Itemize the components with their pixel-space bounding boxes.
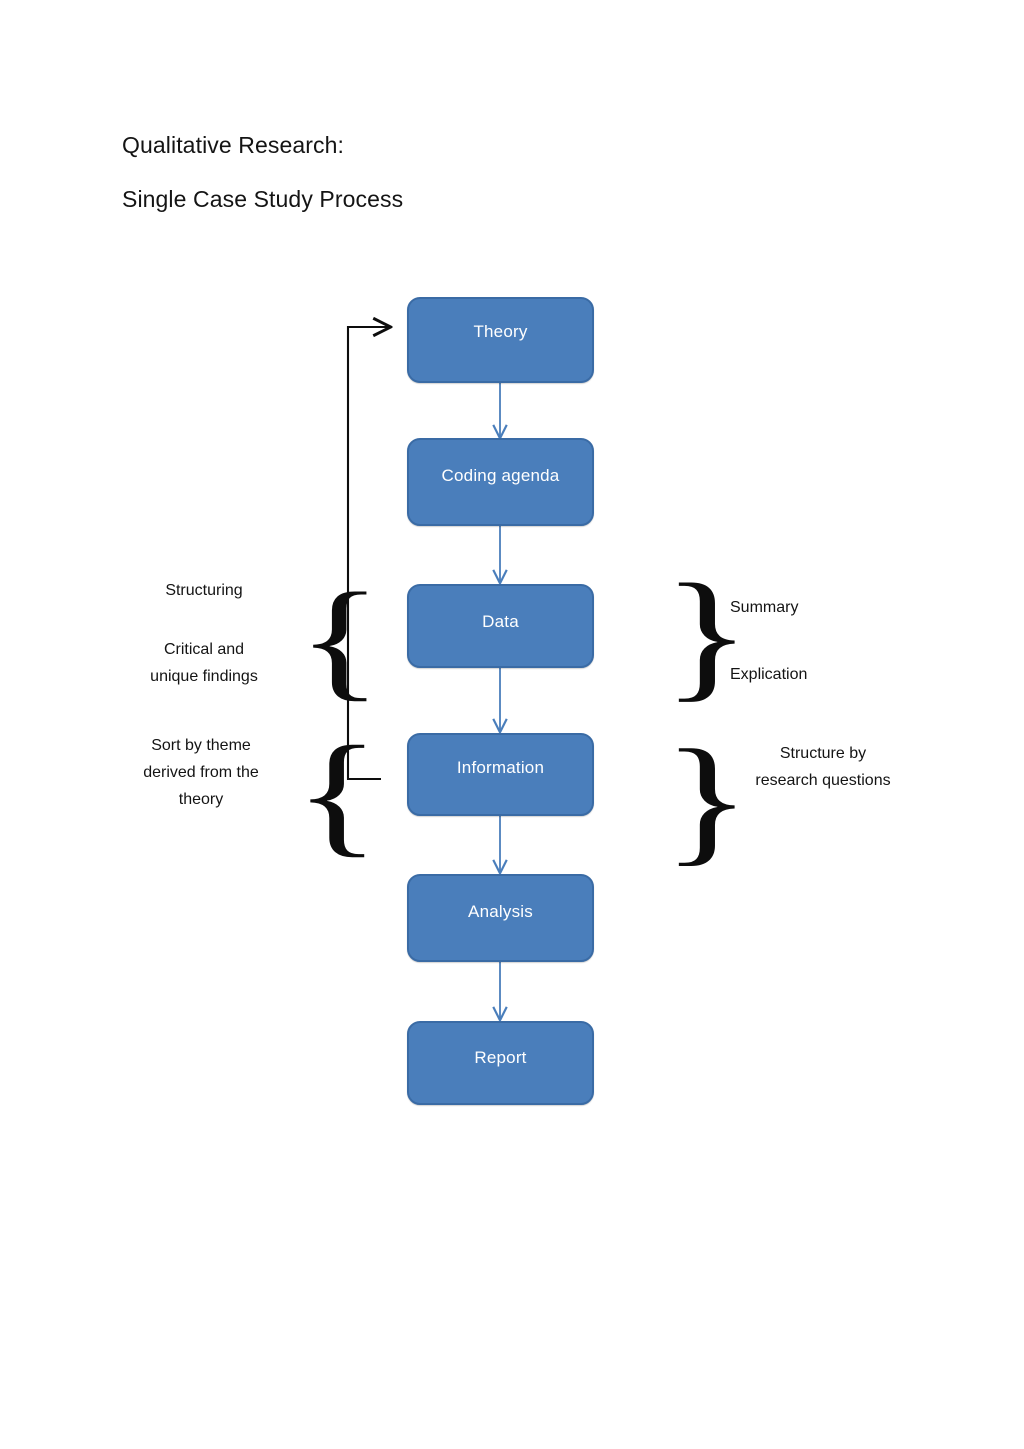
node-theory-label: Theory <box>473 322 528 341</box>
annotation-structuring: Structuring <box>165 582 243 599</box>
brace-right-lower: } <box>661 719 752 879</box>
brace-right-upper: } <box>661 553 752 715</box>
node-report[interactable]: Report <box>407 1021 594 1105</box>
page-title: Qualitative Research: Single Case Study … <box>122 118 722 226</box>
annotation-explication: Explication <box>730 666 808 683</box>
node-information[interactable]: Information <box>407 733 594 816</box>
brace-left-lower: { <box>293 718 381 870</box>
node-analysis-label: Analysis <box>468 902 533 921</box>
node-report-label: Report <box>474 1048 527 1067</box>
annotation-critical-unique-findings: Critical and unique findings <box>150 641 258 685</box>
node-analysis[interactable]: Analysis <box>407 874 594 962</box>
node-data[interactable]: Data <box>407 584 594 668</box>
annotation-sort-by-theme: Sort by theme derived from the theory <box>143 737 259 808</box>
annotation-summary: Summary <box>730 599 799 616</box>
page-title-line-2: Single Case Study Process <box>122 186 404 212</box>
node-coding-agenda-label: Coding agenda <box>441 466 560 485</box>
annotation-structure-by-research-questions: Structure by research questions <box>755 745 891 789</box>
node-data-label: Data <box>482 612 519 631</box>
node-coding-agenda[interactable]: Coding agenda <box>407 438 594 526</box>
brace-left-upper: { <box>296 565 383 713</box>
node-theory[interactable]: Theory <box>407 297 594 383</box>
page-title-line-1: Qualitative Research: <box>122 132 344 158</box>
node-information-label: Information <box>456 758 545 777</box>
